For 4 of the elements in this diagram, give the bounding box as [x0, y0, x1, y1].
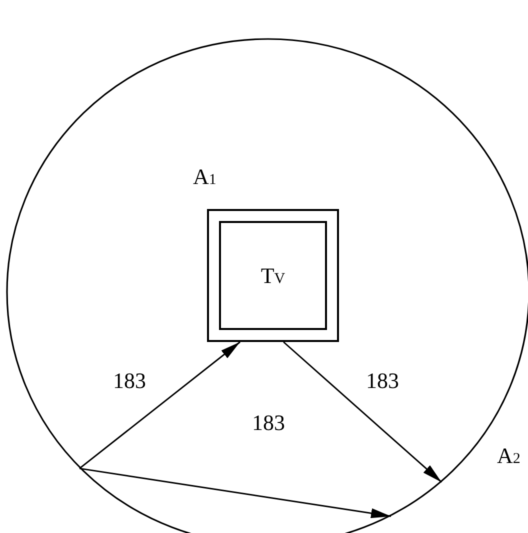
arrow — [79, 341, 240, 470]
arrow — [79, 468, 392, 518]
double-square-box — [207, 209, 339, 342]
arrow — [283, 341, 442, 483]
